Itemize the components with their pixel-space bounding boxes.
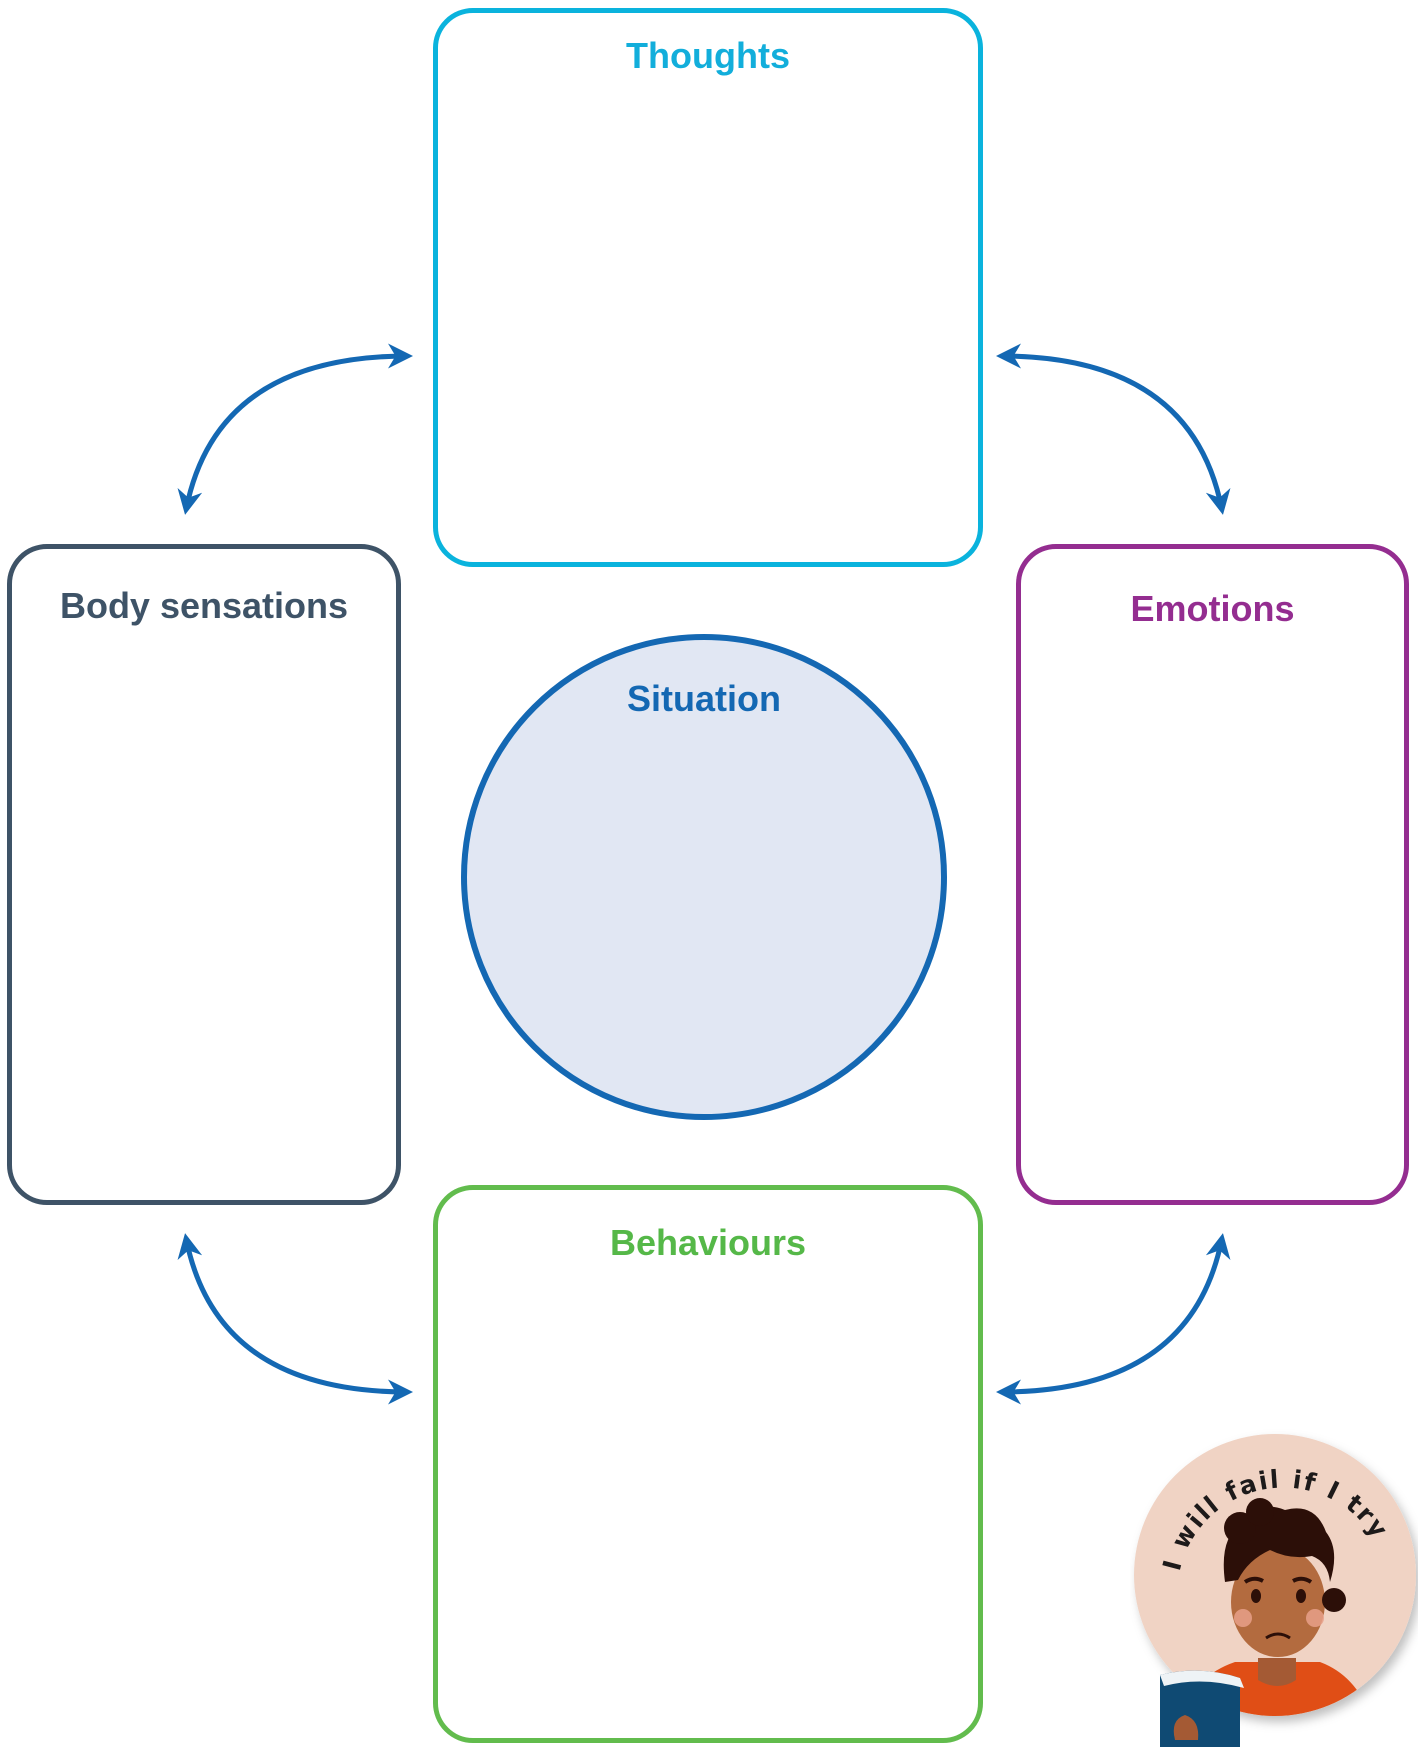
worried-child-illustration: I will fail if I try bbox=[1134, 1434, 1416, 1747]
body-sensations-label: Body sensations bbox=[59, 585, 349, 626]
body-sensations-box[interactable]: Body sensations bbox=[7, 544, 401, 1205]
arrow-thoughts-emotions bbox=[996, 343, 1231, 515]
behaviours-box[interactable]: Behaviours bbox=[433, 1185, 983, 1743]
thoughts-label: Thoughts bbox=[626, 35, 790, 76]
arrow-emotions-behaviours bbox=[996, 1233, 1231, 1405]
emotions-label: Emotions bbox=[1130, 588, 1295, 629]
emotions-box[interactable]: Emotions bbox=[1016, 544, 1409, 1205]
arrow-thoughts-body bbox=[177, 343, 413, 515]
behaviours-label: Behaviours bbox=[609, 1222, 807, 1263]
situation-label: Situation bbox=[627, 678, 781, 719]
arrow-body-behaviours bbox=[177, 1233, 413, 1405]
thoughts-box[interactable]: Thoughts bbox=[433, 8, 983, 567]
situation-circle[interactable]: Situation bbox=[461, 634, 947, 1120]
